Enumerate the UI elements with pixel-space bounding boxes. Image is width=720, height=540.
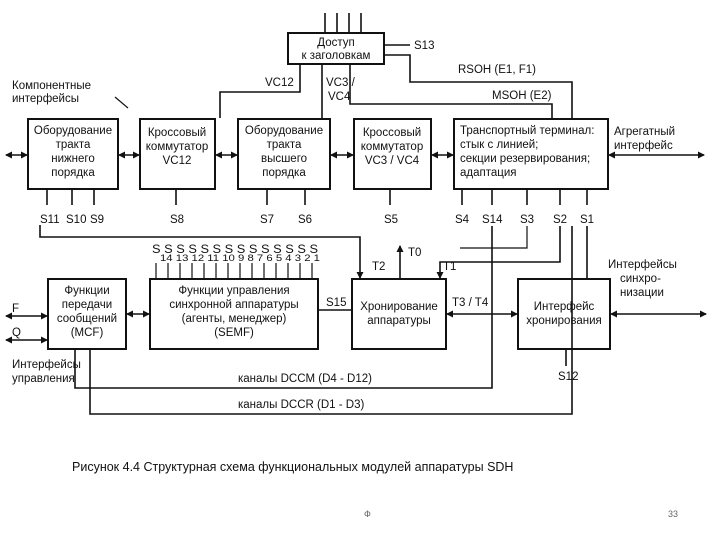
svg-text:передачи: передачи	[62, 299, 112, 311]
svg-text:высшего: высшего	[261, 153, 307, 165]
svg-text:VC3 / VC4: VC3 / VC4	[365, 155, 420, 167]
transport-terminal-block: Транспортный терминал: стык с линией; се…	[453, 118, 609, 190]
top-row-s-ticks	[46, 189, 588, 205]
semf-block: Функции управления синхронной аппаратуры…	[149, 278, 319, 350]
s2-to-timing-line	[436, 226, 561, 279]
s10-label: S10	[66, 214, 86, 226]
vc3-vc4-label-2: VC4	[328, 91, 351, 103]
vc12-label: VC12	[265, 77, 294, 89]
svg-text:стык с линией;: стык с линией;	[460, 139, 538, 151]
s15-label: S15	[326, 297, 346, 309]
vc12-link	[219, 64, 301, 118]
svg-text:Доступ: Доступ	[317, 37, 354, 49]
svg-text:хронирования: хронирования	[526, 315, 602, 327]
component-if-label-1: Компонентные	[12, 80, 91, 92]
msoh-label: MSOH (E2)	[492, 90, 552, 102]
sync-if-label-3: низации	[620, 287, 664, 299]
s6-label: S6	[298, 214, 312, 226]
svg-text:тракта: тракта	[267, 139, 302, 151]
svg-text:Хронирование: Хронирование	[360, 301, 438, 313]
svg-text:аппаратуры: аппаратуры	[367, 315, 430, 327]
svg-text:Кроссовый: Кроссовый	[363, 127, 421, 139]
header-access-block: Доступ к заголовкам	[287, 32, 385, 65]
aggregate-if-label-1: Агрегатный	[614, 126, 675, 138]
sync-if-label-2: синхро-	[620, 273, 661, 285]
cross-connect-vc3-vc4-block: Кроссовый коммутатор VC3 / VC4	[353, 118, 432, 190]
svg-text:VC12: VC12	[163, 155, 192, 167]
rsoh-link	[384, 54, 573, 118]
svg-text:Функции: Функции	[64, 285, 109, 297]
svg-text:Оборудование: Оборудование	[245, 125, 323, 137]
svg-text:порядка: порядка	[262, 167, 306, 179]
svg-text:коммутатор: коммутатор	[361, 141, 423, 153]
mgmt-if-label-2: управления	[12, 373, 75, 385]
svg-text:сообщений: сообщений	[57, 313, 117, 325]
s8-label: S8	[170, 214, 184, 226]
svg-text:к заголовкам: к заголовкам	[302, 50, 371, 62]
s14-label: S14	[482, 214, 503, 226]
svg-text:секции резервирования;: секции резервирования;	[460, 153, 590, 165]
s4-label: S4	[455, 214, 470, 226]
t3-t4-label: T3 / T4	[452, 297, 489, 309]
svg-text:(MCF): (MCF)	[71, 327, 104, 339]
s1-label: S1	[580, 214, 594, 226]
vc3-vc4-label-1: VC3 /	[326, 77, 356, 89]
svg-text:синхронной аппаратуры: синхронной аппаратуры	[169, 299, 298, 311]
msoh-link	[349, 64, 553, 118]
s13-label: S13	[414, 40, 434, 52]
s3-to-timing-line	[460, 226, 528, 249]
component-if-label-2: интерфейсы	[12, 93, 79, 105]
rsoh-label: RSOH (E1, F1)	[458, 64, 536, 76]
svg-text:нижнего: нижнего	[51, 153, 95, 165]
t0-label: T0	[408, 247, 421, 259]
svg-text:(агенты, менеджер): (агенты, менеджер)	[182, 313, 287, 325]
dccm-label: каналы DCCM (D4 - D12)	[238, 373, 372, 385]
semf-input-ticks	[155, 263, 313, 279]
figure-caption: Рисунок 4.4 Структурная схема функционал…	[72, 460, 513, 474]
dccr-line	[89, 226, 573, 415]
timing-interface-block: Интерфейс хронирования	[517, 278, 611, 350]
svg-text:порядка: порядка	[51, 167, 95, 179]
dccr-label: каналы DCCR (D1 - D3)	[238, 399, 364, 411]
header-access-inputs	[324, 13, 362, 33]
s12-label: S12	[558, 371, 578, 383]
footer-mark: Ф	[364, 509, 371, 519]
s5-label: S5	[384, 214, 398, 226]
mcf-block: Функции передачи сообщений (MCF)	[47, 278, 127, 350]
aggregate-if-label-2: интерфейс	[614, 140, 673, 152]
svg-text:Интерфейс: Интерфейс	[534, 301, 595, 313]
mgmt-if-label-1: Интерфейсы	[12, 359, 81, 371]
s11-to-timing-line	[39, 225, 364, 279]
svg-text:Оборудование: Оборудование	[34, 125, 112, 137]
page-number: 33	[668, 509, 678, 519]
high-order-path-block: Оборудование тракта высшего порядка	[237, 118, 331, 190]
s2-label: S2	[553, 214, 567, 226]
svg-text:Кроссовый: Кроссовый	[148, 127, 206, 139]
semf-s-series: S S S S S S S S S S S S S S	[152, 244, 318, 256]
svg-text:адаптация: адаптация	[460, 167, 517, 179]
t2-label: T2	[372, 261, 385, 273]
svg-text:Транспортный терминал:: Транспортный терминал:	[460, 125, 594, 137]
svg-text:(SEMF): (SEMF)	[214, 327, 254, 339]
f-label: F	[12, 303, 19, 315]
cross-connect-vc12-block: Кроссовый коммутатор VC12	[139, 118, 216, 190]
svg-text:Функции управления: Функции управления	[178, 285, 289, 297]
q-label: Q	[12, 327, 21, 339]
s7-label: S7	[260, 214, 274, 226]
s11-label: S11	[40, 214, 60, 226]
svg-text:коммутатор: коммутатор	[146, 141, 208, 153]
t1-label: T1	[443, 261, 456, 273]
s9-label: S9	[90, 214, 104, 226]
svg-text:тракта: тракта	[56, 139, 91, 151]
timing-block: Хронирование аппаратуры	[351, 278, 447, 350]
low-order-path-block: Оборудование тракта нижнего порядка	[27, 118, 119, 190]
s3-label: S3	[520, 214, 534, 226]
dccm-line	[74, 226, 493, 389]
sync-if-label-1: Интерфейсы	[608, 259, 677, 271]
semf-s-subscripts: 14 13 12 11 10 9 8 7 6 5 4 3 2 1	[160, 253, 320, 263]
